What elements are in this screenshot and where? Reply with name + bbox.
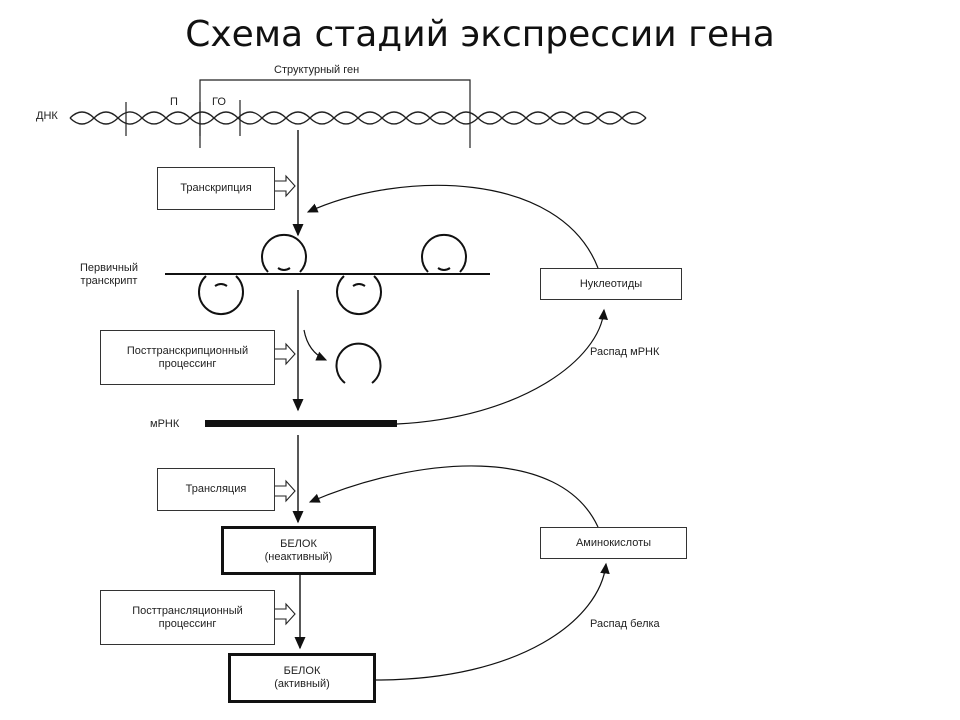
- transcription-box: Транскрипция: [157, 167, 275, 210]
- protein-inactive-box: БЕЛОК (неактивный): [221, 526, 376, 575]
- posttranslational-box: Посттрансляционный процессинг: [100, 590, 275, 645]
- aminoacids-box: Аминокислоты: [540, 527, 687, 559]
- nucleotides-box: Нуклеотиды: [540, 268, 682, 300]
- translation-box: Трансляция: [157, 468, 275, 511]
- dna-label: ДНК: [36, 110, 58, 122]
- mrna-decay-label: Распад мРНК: [590, 346, 660, 358]
- primary-transcript-label: Первичный транскрипт: [80, 262, 138, 287]
- recycling-arrows: [306, 184, 610, 681]
- page-title: Схема стадий экспрессии гена: [185, 14, 775, 55]
- operator-label: ГО: [212, 96, 226, 108]
- excised-intron: [303, 329, 382, 384]
- protein-decay-label: Распад белка: [590, 618, 660, 630]
- protein-active-box: БЕЛОК (активный): [228, 653, 376, 703]
- structural-gene-bracket: [199, 79, 471, 148]
- promoter-label: П: [170, 96, 178, 108]
- main-flow-arrows: [292, 130, 306, 650]
- mrna-label: мРНК: [150, 418, 180, 430]
- primary-transcript: [165, 233, 490, 316]
- dna-helix: [69, 111, 647, 125]
- posttranscriptional-box: Посттранскрипционный процессинг: [100, 330, 275, 385]
- structural-gene-label: Структурный ген: [274, 64, 360, 76]
- mrna-bar: [205, 420, 397, 427]
- process-side-arrows: [275, 174, 296, 626]
